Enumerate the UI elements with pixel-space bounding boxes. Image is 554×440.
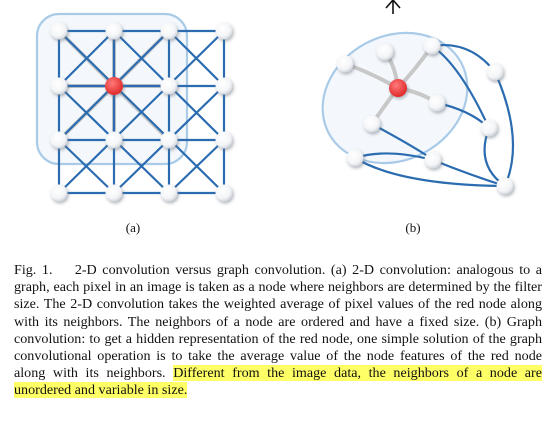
figure-illustration — [35, 0, 515, 202]
grid-nodes — [50, 22, 233, 202]
caption-text: 2-D convolution versus graph convolution… — [14, 262, 542, 382]
subcaption-a: (a) — [125, 220, 141, 235]
up-arrow-icon — [385, 0, 401, 14]
center-red-node — [105, 77, 123, 95]
subcaption-b: (b) — [405, 220, 421, 235]
panel-b-graph — [321, 0, 515, 195]
center-red-node-b — [389, 79, 407, 97]
graph-nodes — [336, 37, 514, 195]
figure-caption: Fig. 1. 2-D convolution versus graph con… — [14, 262, 543, 400]
neighborhood-ellipse — [321, 31, 469, 165]
panel-a-grid — [35, 12, 233, 202]
caption-label: Fig. 1. — [14, 262, 53, 278]
grid-edges — [57, 29, 226, 195]
